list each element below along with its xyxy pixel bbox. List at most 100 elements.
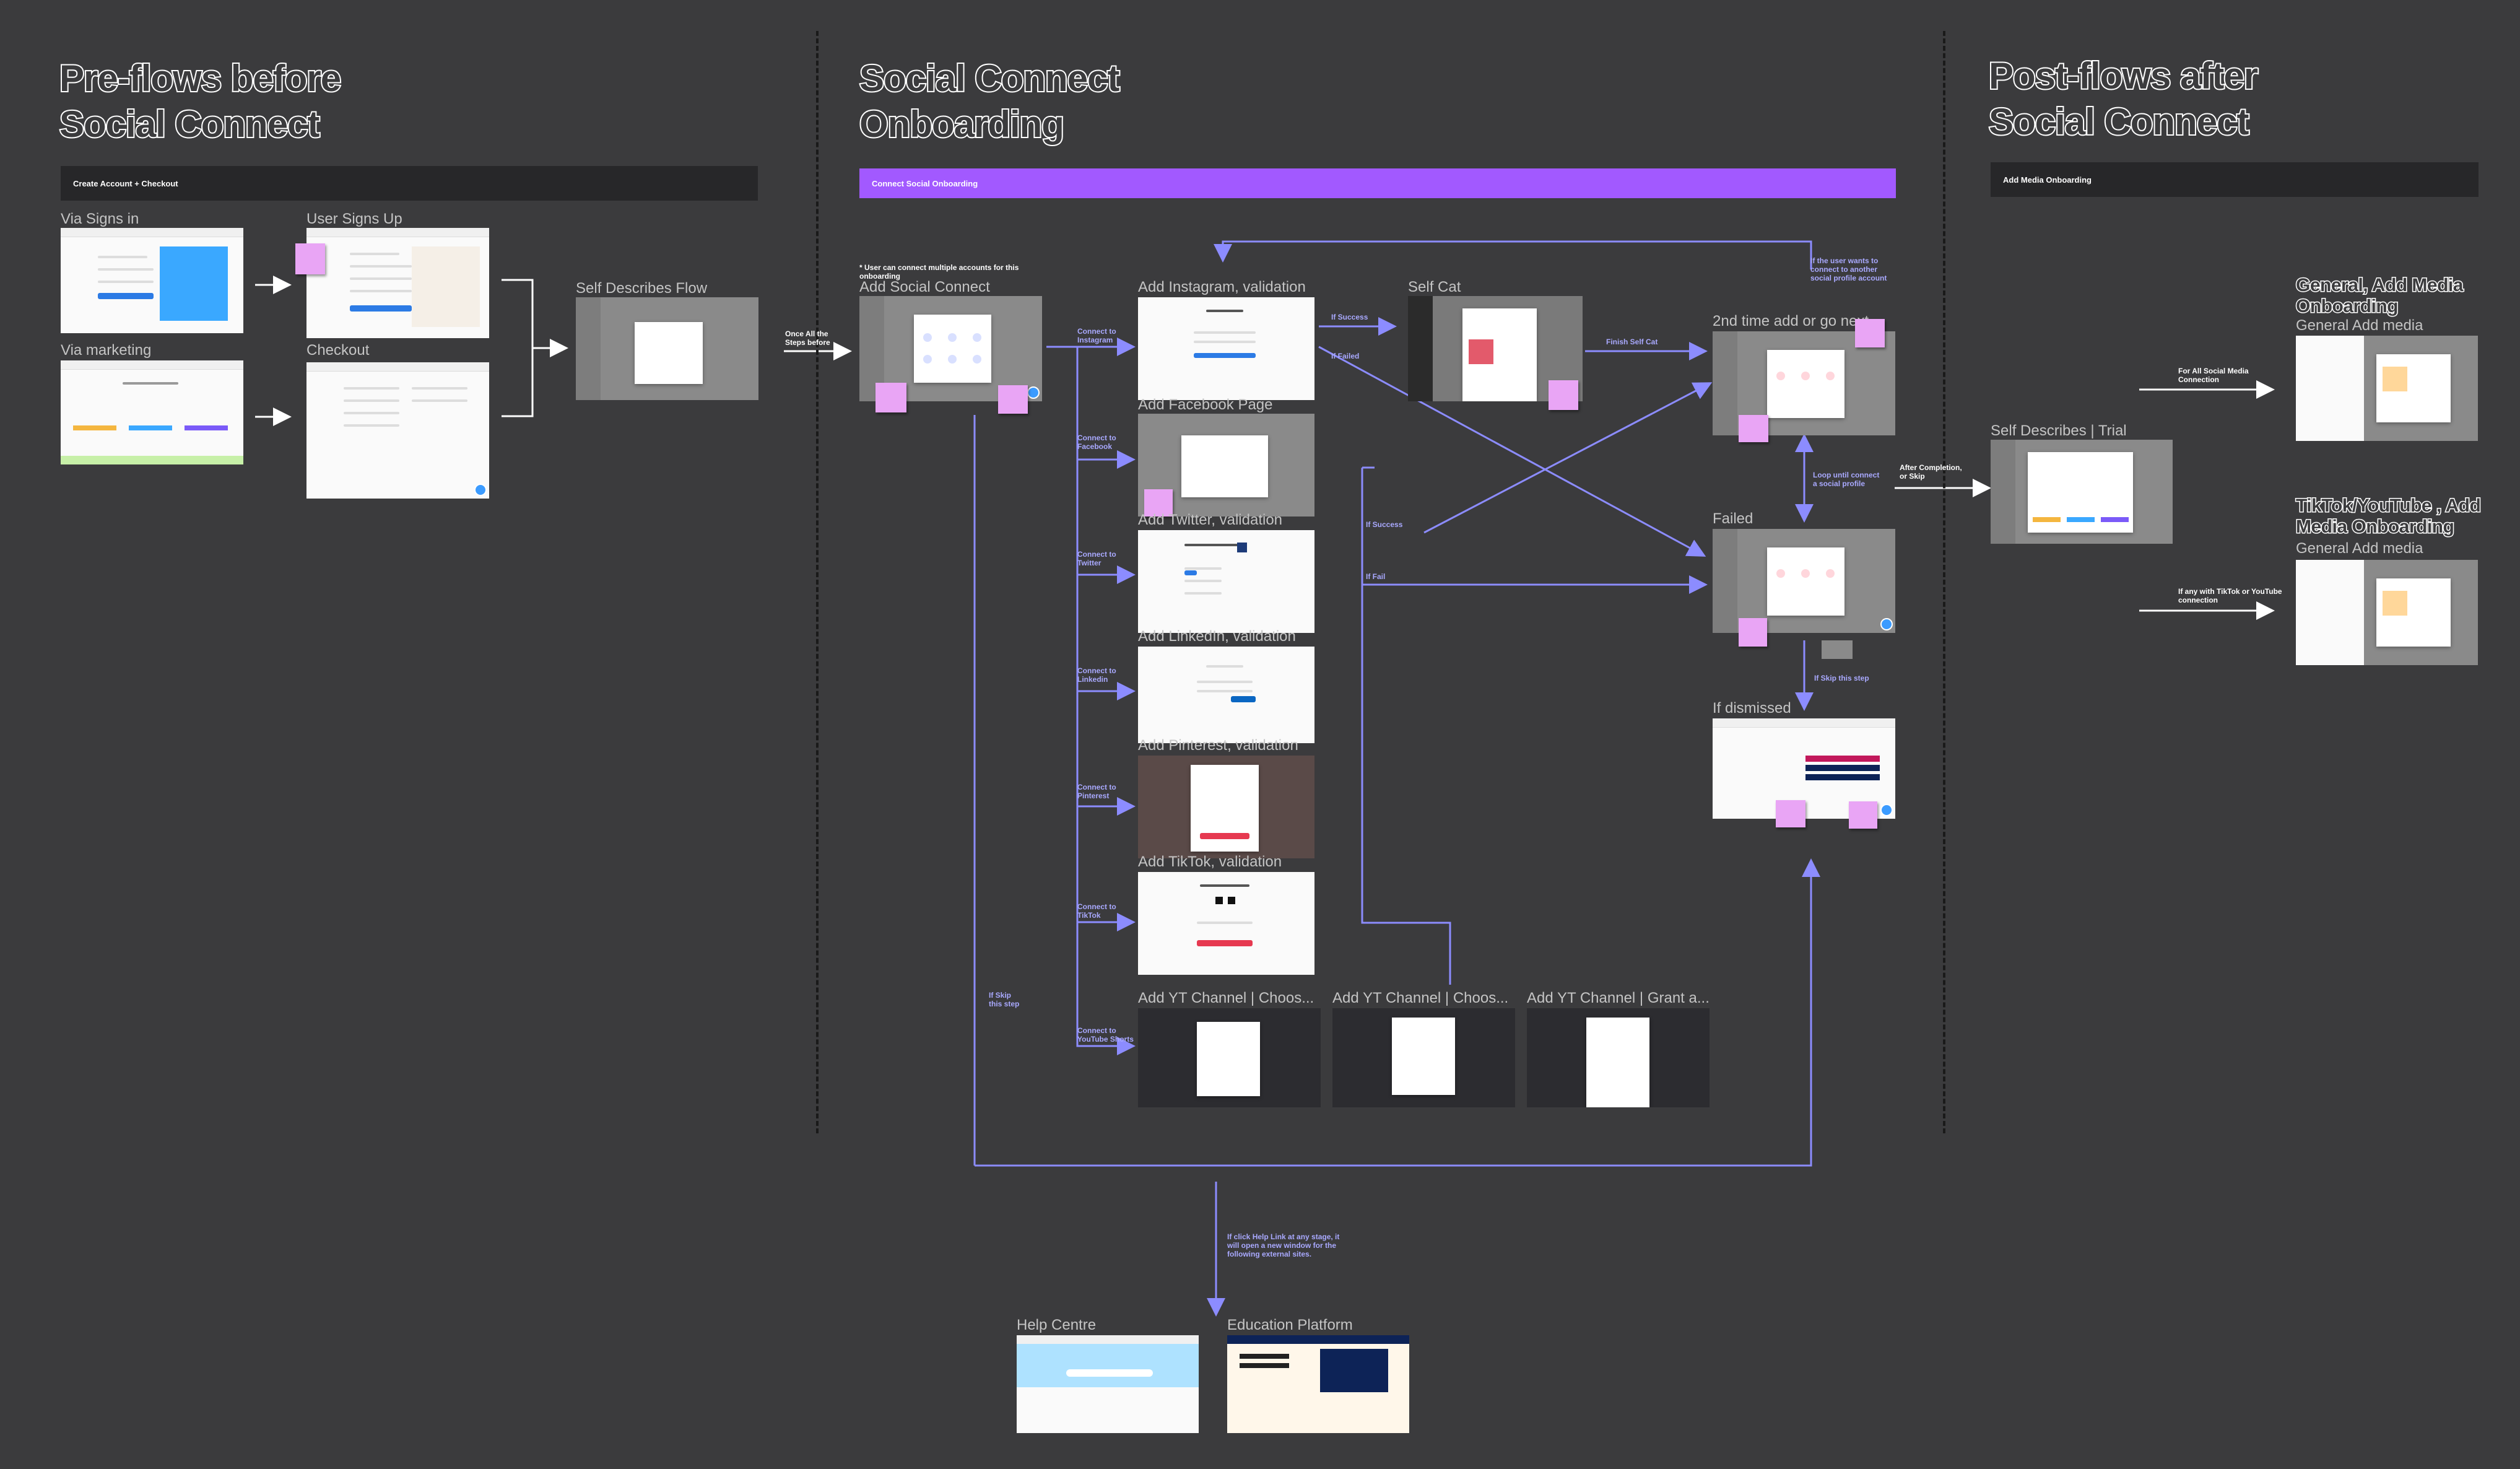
frame-add-twitter[interactable] (1138, 530, 1314, 633)
instagram-icon (923, 333, 932, 342)
frame-add-pinterest[interactable] (1138, 756, 1314, 858)
tiktok-icon (1215, 897, 1223, 904)
frame-add-yt-grant[interactable] (1527, 1008, 1710, 1107)
frame-label: Add YT Channel | Choos... (1138, 990, 1314, 1006)
frame-checkout[interactable] (306, 362, 489, 499)
frame-failed[interactable] (1713, 529, 1895, 633)
frame-via-marketing[interactable] (61, 360, 243, 464)
frame-add-yt-choose-1[interactable] (1138, 1008, 1321, 1107)
frame-label: Education Platform (1227, 1317, 1353, 1333)
frame-label: Via Signs in (61, 211, 139, 227)
sticky-note[interactable] (998, 385, 1028, 414)
sticky-note[interactable] (1144, 489, 1173, 517)
section-divider (1943, 31, 1945, 1133)
frame-add-tiktok[interactable] (1138, 872, 1314, 975)
frame-add-linkedin[interactable] (1138, 647, 1314, 743)
sticky-note[interactable] (1739, 415, 1768, 442)
help-bubble-icon[interactable] (1880, 618, 1893, 630)
help-bubble-icon[interactable] (474, 484, 487, 496)
frame-via-signs-in[interactable] (61, 228, 243, 333)
frame-education-platform[interactable] (1227, 1335, 1409, 1433)
section-title-social: Social Connect Onboarding (858, 56, 1121, 146)
edge-label-finish-self-cat: Finish Self Cat (1606, 338, 1658, 346)
hero-image (412, 246, 480, 327)
frame-label: 2nd time add or go next (1713, 313, 1869, 329)
section-title-pre: Pre-flows before Social Connect (58, 56, 342, 146)
frame-add-facebook[interactable] (1138, 414, 1314, 517)
search-input[interactable] (1066, 1369, 1153, 1377)
section-bar-post[interactable]: Add Media Onboarding (1991, 162, 2479, 197)
tiktok-icon (973, 355, 981, 364)
sticky-note[interactable] (1855, 319, 1885, 347)
frame-user-signs-up[interactable] (306, 228, 489, 338)
frame-label: General Add media (2296, 317, 2423, 334)
note-multi-accounts: * User can connect multiple accounts for… (859, 263, 1019, 281)
twitter-icon (1237, 543, 1247, 552)
frame-label: Add Social Connect (859, 279, 990, 295)
frame-help-centre[interactable] (1017, 1335, 1199, 1433)
help-bubble-icon[interactable] (1027, 386, 1040, 399)
sticky-note[interactable] (1776, 800, 1805, 827)
frame-label: Self Cat (1408, 279, 1461, 295)
edge-label-if-skip-this-step: If Skip this step (1814, 674, 1869, 682)
sticky-note[interactable] (1549, 380, 1578, 410)
section-bar-social[interactable]: Connect Social Onboarding (859, 168, 1896, 198)
frame-add-instagram[interactable] (1138, 297, 1314, 400)
frame-label: Self Describes Flow (576, 280, 708, 297)
facebook-icon (948, 333, 957, 342)
frame-label: If dismissed (1713, 700, 1791, 717)
twitter-icon (973, 333, 981, 342)
linkedin-icon (923, 355, 932, 364)
frame-label: Add Pinterest, validation (1138, 737, 1298, 754)
frame-label: Add Facebook Page (1138, 396, 1273, 413)
frame-label: Via marketing (61, 342, 152, 359)
section-bar-label: Create Account + Checkout (73, 178, 178, 188)
frame-self-describes-flow[interactable] (576, 297, 758, 400)
frame-general-add-media[interactable] (2296, 336, 2478, 441)
small-thumbnail (1822, 640, 1853, 659)
frame-label: General Add media (2296, 540, 2423, 557)
edge-label-if-success-2: If Success (1366, 520, 1403, 529)
section-divider (816, 31, 819, 1133)
help-bubble-icon[interactable] (1880, 804, 1893, 816)
frame-label: Failed (1713, 510, 1753, 527)
frame-add-yt-choose-2[interactable] (1332, 1008, 1515, 1107)
frame-self-describes-trial[interactable] (1991, 440, 2173, 544)
frame-label: Add LinkedIn, validation (1138, 628, 1296, 645)
edge-label-if-fail: If Fail (1366, 572, 1386, 581)
frame-label: User Signs Up (306, 211, 402, 227)
edge-label-if-failed: If Failed (1331, 352, 1360, 360)
edge-label-if-success: If Success (1331, 313, 1368, 321)
note-after-completion: After Completion,or Skip (1900, 463, 1962, 481)
section-title-post: Post-flows after Social Connect (1988, 54, 2259, 144)
section-bar-label: Connect Social Onboarding (872, 178, 978, 188)
frame-general-add-media-tiktok[interactable] (2296, 560, 2478, 665)
frame-label: Add YT Channel | Grant a... (1527, 990, 1710, 1006)
frame-label: Add Twitter, validation (1138, 512, 1283, 528)
frame-label: Self Describes | Trial (1991, 422, 2127, 439)
section-bar-label: Add Media Onboarding (2003, 175, 2092, 185)
frame-label: Checkout (306, 342, 370, 359)
sticky-note[interactable] (875, 383, 906, 412)
sticky-note[interactable] (1849, 801, 1877, 829)
sticky-note[interactable] (295, 243, 325, 274)
tiktok-icon (1228, 897, 1235, 904)
section-bar-pre[interactable]: Create Account + Checkout (61, 166, 758, 201)
frame-label: Add YT Channel | Choos... (1332, 990, 1509, 1006)
pinterest-icon (948, 355, 957, 364)
sticky-note[interactable] (1739, 618, 1767, 647)
